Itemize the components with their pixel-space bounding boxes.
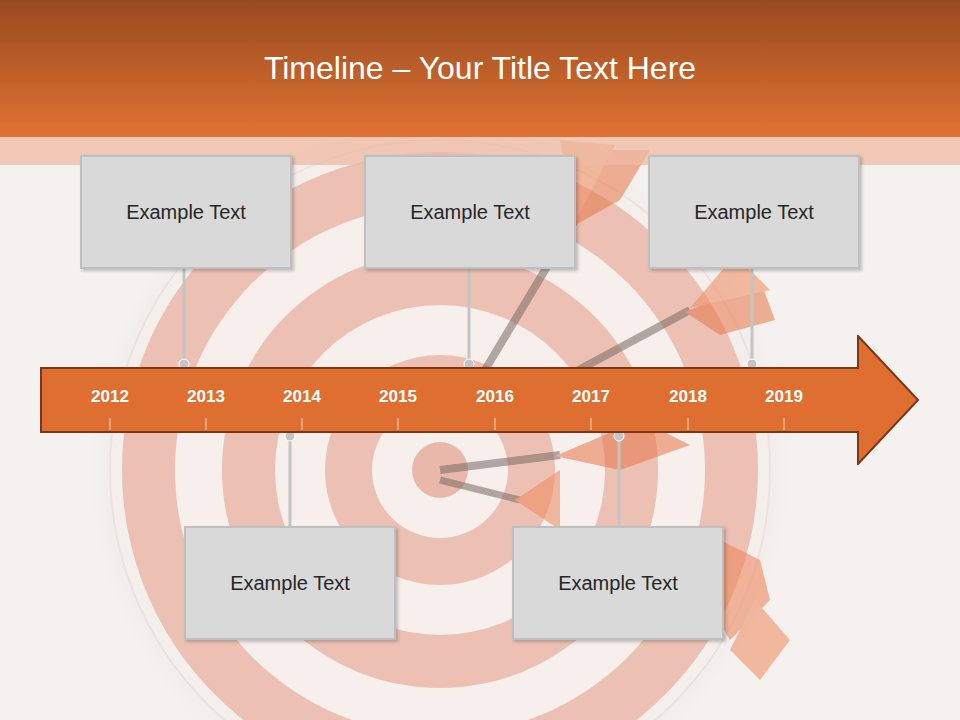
text-box: Example Text (512, 526, 724, 640)
leader-path (289, 433, 292, 526)
leader-line (179, 269, 189, 369)
box-label: Example Text (126, 201, 246, 224)
year-label: 2012 (91, 387, 129, 407)
header: Timeline – Your Title Text Here (0, 0, 960, 137)
year-tick (110, 418, 111, 430)
year-label: 2014 (283, 387, 321, 407)
year-tick (398, 418, 399, 430)
text-box: Example Text (648, 155, 860, 269)
year-tick (495, 418, 496, 430)
year-label: 2013 (187, 387, 225, 407)
text-box: Example Text (364, 155, 576, 269)
leader-line (285, 431, 295, 526)
leader-path (468, 269, 471, 367)
year-label: 2016 (476, 387, 514, 407)
year-label: 2017 (572, 387, 610, 407)
box-label: Example Text (694, 201, 814, 224)
year-tick (591, 418, 592, 430)
text-box: Example Text (184, 526, 396, 640)
box-label: Example Text (558, 572, 678, 595)
year-tick (302, 418, 303, 430)
box-label: Example Text (230, 572, 350, 595)
leader-line (747, 269, 757, 369)
year-tick (784, 418, 785, 430)
box-label: Example Text (410, 201, 530, 224)
year-label: 2019 (765, 387, 803, 407)
year-label: 2018 (669, 387, 707, 407)
arrow-body (41, 336, 918, 464)
leader-line (614, 431, 624, 526)
leader-line (464, 269, 474, 369)
timeline-arrow: 2012 2013 2014 2015 2016 2017 2018 2019 (40, 335, 920, 465)
header-band (0, 0, 960, 137)
leader-path (751, 269, 754, 367)
leader-path (618, 433, 621, 526)
year-tick (206, 418, 207, 430)
text-box: Example Text (80, 155, 292, 269)
slide-title: Timeline – Your Title Text Here (264, 50, 696, 87)
year-tick (688, 418, 689, 430)
leader-path (183, 269, 186, 367)
year-label: 2015 (379, 387, 417, 407)
